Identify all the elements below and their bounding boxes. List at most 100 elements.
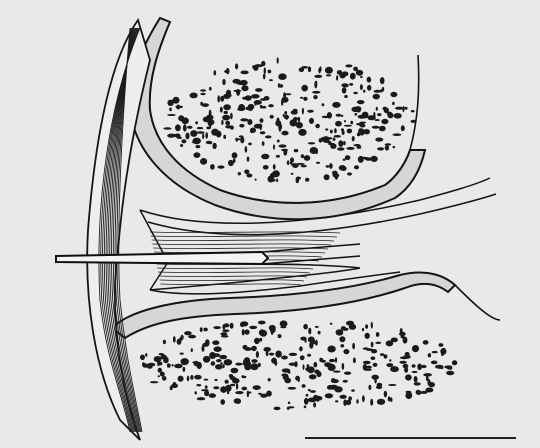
trabecula-lower [150,381,159,383]
trabecula-upper [344,125,352,127]
trabecula-upper [354,165,359,169]
trabecula-upper [278,73,286,80]
trabecula-lower [269,353,274,356]
trabecula-upper [373,112,375,118]
trabecula-upper [358,115,366,119]
trabecula-upper [344,120,346,122]
trabecula-lower [376,385,382,389]
trabecula-upper [296,177,300,183]
trabecula-upper [217,95,220,102]
trabecula-lower [220,332,227,335]
trabecula-upper [259,123,262,130]
trabecula-lower [284,378,291,384]
trabecula-lower [244,347,251,351]
trabecula-upper [197,127,204,129]
trabecula-upper [387,112,392,116]
trabecula-lower [428,353,431,357]
trabecula-upper [309,118,314,124]
trabecula-lower [343,380,348,383]
trabecula-lower [140,355,145,361]
trabecula-upper [319,66,321,71]
trabecula-lower [167,363,171,367]
trabecula-upper [270,115,274,119]
trabecula-lower [263,347,271,352]
trabecula-upper [411,110,415,112]
trabecula-upper [296,163,305,165]
trabecula-upper [339,165,346,171]
trabecula-upper [372,126,380,129]
trabecula-upper [235,138,241,140]
trabecula-lower [327,385,333,390]
trabecula-upper [255,88,262,92]
trabecula-lower [362,395,365,402]
trabecula-upper [276,155,280,158]
trabecula-upper [181,139,186,143]
trabecula-lower [352,343,355,350]
trabecula-upper [291,110,298,114]
trabecula-lower [183,367,186,372]
trabecula-upper [224,70,227,73]
trabecula-lower [203,356,210,363]
trabecula-upper [310,147,318,154]
trabecula-upper [345,64,352,67]
trabecula-lower [305,367,313,372]
trabecula-lower [390,366,399,372]
trabecula-lower [224,359,233,365]
trabecula-upper [169,108,172,112]
trabecula-upper [270,173,278,178]
trabecula-lower [308,328,311,335]
trabecula-lower [363,361,371,364]
trabecula-lower [330,323,333,325]
trabecula-lower [304,398,309,405]
trabecula-upper [234,90,242,92]
trabecula-lower [446,371,454,376]
trabecula-upper [241,81,247,84]
trabecula-lower [158,375,160,377]
trabecula-upper [290,157,294,162]
trabecula-upper [190,130,197,137]
trabecula-lower [223,364,225,368]
trabecula-lower [202,345,205,352]
trabecula-lower [275,351,282,358]
trabecula-lower [428,379,431,386]
trabecula-lower [260,330,267,337]
trabecula-lower [278,334,282,338]
trabecula-upper [279,144,287,147]
trabecula-upper [180,144,183,147]
trabecula-upper [354,144,361,146]
trabecula-upper [356,70,363,76]
trabecula-lower [247,390,249,397]
trabecula-lower [371,322,373,329]
trabecula-upper [261,154,269,160]
trabecula-upper [195,121,198,124]
trabecula-upper [334,135,341,138]
trabecula-lower [227,389,229,394]
trabecula-lower [388,396,391,401]
trabecula-lower [196,384,201,386]
trabecula-upper [350,121,353,125]
trabecula-lower [309,374,317,379]
trabecula-lower [230,376,236,380]
trabecula-upper [222,115,230,121]
trabecula-upper [210,164,215,170]
trabecula-lower [195,391,197,394]
trabecula-upper [281,99,283,106]
trabecula-lower [250,363,258,370]
trabecula-lower [351,389,355,391]
trabecula-lower [331,379,339,383]
trabecula-upper [252,65,255,69]
trabecula-lower [318,331,321,335]
trabecula-upper [226,90,231,97]
trabecula-lower [376,332,380,337]
trabecula-upper [277,140,280,143]
trabecula-lower [288,387,297,390]
trabecula-lower [336,329,344,335]
trabecula-upper [336,114,342,117]
trabecula-upper [285,93,292,95]
trabecula-lower [316,371,321,377]
trabecula-lower [253,385,261,390]
trabecula-upper [294,149,299,152]
trabecula-lower [268,378,271,381]
trabecula-upper [352,136,355,141]
